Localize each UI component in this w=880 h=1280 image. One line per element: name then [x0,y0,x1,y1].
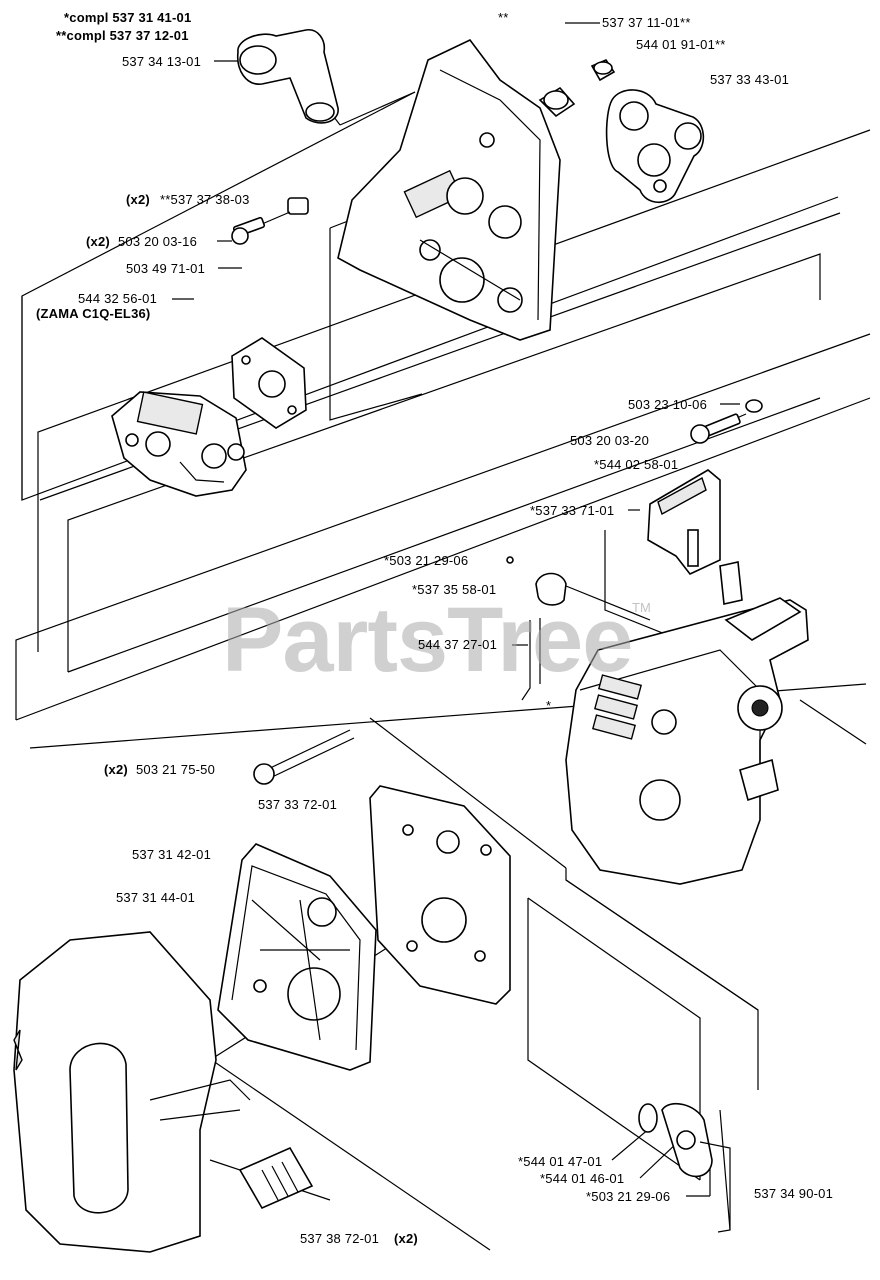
label-537-31-44-01[interactable]: 537 31 44-01 [116,890,196,905]
label-537-38-72-01[interactable]: 537 38 72-01 [300,1231,380,1246]
label-537-35-58-01[interactable]: *537 35 58-01 [412,582,497,597]
bushing-parts [538,59,616,118]
label-537-34-13-01[interactable]: 537 34 13-01 [122,54,202,69]
crankcase-housing-part [337,38,561,341]
label-537-37-38-03[interactable]: **537 37 38-03 [160,192,250,207]
throttle-bracket-part [647,469,743,605]
carburetor-part [111,391,247,497]
label-544-01-47-01[interactable]: *544 01 47-01 [518,1154,603,1169]
filter-holder-part [217,843,377,1071]
bottom-right-parts [638,1102,731,1233]
label-single-star: * [546,698,552,713]
label-544-37-27-01[interactable]: 544 37 27-01 [418,637,498,652]
flange-part [605,89,705,204]
watermark: PartsTree [222,589,633,691]
label-503-20-03-16[interactable]: 503 20 03-16 [118,234,198,249]
label-503-21-75-50[interactable]: 503 21 75-50 [136,762,216,777]
label-compl-537-31-41-01[interactable]: *compl 537 31 41-01 [64,10,192,25]
label-503-21-29-06-bottom[interactable]: *503 21 29-06 [586,1189,671,1204]
label-537-37-11-01[interactable]: 537 37 11-01** [602,15,691,30]
label-503-20-03-20[interactable]: 503 20 03-20 [570,433,650,448]
long-screw-parts [253,729,355,785]
label-537-33-72-01[interactable]: 537 33 72-01 [258,797,338,812]
label-503-23-10-06[interactable]: 503 23 10-06 [628,397,708,412]
label-x2-d: (x2) [394,1231,418,1246]
air-filter-cover-part [13,931,251,1253]
air-filter-part [369,785,511,1005]
label-x2-c: (x2) [104,762,128,777]
label-537-31-42-01[interactable]: 537 31 42-01 [132,847,212,862]
label-x2-b: (x2) [86,234,110,249]
label-compl-537-37-12-01[interactable]: **compl 537 37 12-01 [56,28,189,43]
label-zama-carburetor: (ZAMA C1Q-EL36) [36,306,151,321]
watermark-trademark: TM [632,600,651,615]
label-537-33-71-01[interactable]: *537 33 71-01 [530,503,615,518]
cable-parts [506,556,651,701]
carburetor-gasket-part [231,337,307,429]
label-537-34-90-01[interactable]: 537 34 90-01 [754,1186,834,1201]
screw-washer-parts-right [690,399,763,444]
label-544-01-46-01[interactable]: *544 01 46-01 [540,1171,625,1186]
intake-elbow-part [237,29,339,124]
label-544-01-91-01[interactable]: 544 01 91-01** [636,37,726,52]
label-503-21-29-06-top[interactable]: *503 21 29-06 [384,553,469,568]
label-503-49-71-01[interactable]: 503 49 71-01 [126,261,206,276]
label-double-star: ** [498,10,509,25]
label-x2-a: (x2) [126,192,150,207]
main-housing-part [565,597,809,885]
leader-lines [172,22,740,1197]
screw-parts-top [231,197,309,245]
label-544-02-58-01[interactable]: *544 02 58-01 [594,457,679,472]
label-544-32-56-01[interactable]: 544 32 56-01 [78,291,158,306]
label-537-33-43-01[interactable]: 537 33 43-01 [710,72,790,87]
cover-knob-part [238,1146,314,1210]
